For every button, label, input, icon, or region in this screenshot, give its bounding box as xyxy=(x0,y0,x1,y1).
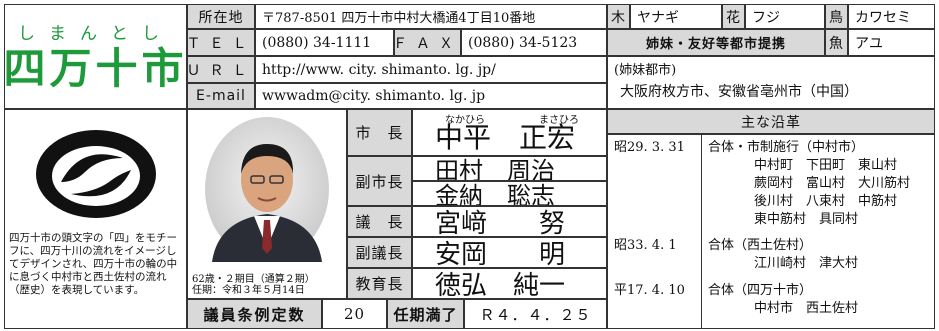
mayor-age-line: 62歳・２期目（通算２期） xyxy=(192,274,315,285)
bird-value: カワセミ xyxy=(848,4,935,29)
bird-label: 鳥 xyxy=(825,4,848,29)
history-event-1-line-2: 中村町 下田町 東山村 xyxy=(754,158,898,173)
fax-value: (0880) 34-5123 xyxy=(461,29,607,56)
history-event-3-line-1: 合体（四万十市） xyxy=(708,283,813,298)
mayor-name-cell: なかひら まさひろ 中平 正宏 xyxy=(412,109,607,156)
council-quota-value: 20 xyxy=(322,299,387,329)
history-event-1-line-3: 蕨岡村 富山村 大川筋村 xyxy=(754,176,911,191)
history-event-1-line-1: 合体・市制施行（中村市） xyxy=(708,140,865,155)
city-reading: しまんとし xyxy=(18,24,173,44)
tree-label: 木 xyxy=(607,4,630,29)
history-event-2-line-1: 合体（西土佐村） xyxy=(708,238,813,253)
address-value: 〒787-8501 四万十市中村大橋通4丁目10番地 xyxy=(255,4,607,29)
fish-label: 魚 xyxy=(825,29,848,56)
flower-value: フジ xyxy=(745,4,825,29)
history-event-2-line-2: 江川崎村 津大村 xyxy=(754,256,859,271)
city-name-block: しまんとし 四万十市 xyxy=(4,4,187,109)
history-event-3-line-2: 中村市 西土佐村 xyxy=(754,301,859,316)
url-value[interactable]: http://www. city. shimanto. lg. jp/ xyxy=(255,56,607,83)
city-name: 四万十市 xyxy=(4,44,187,93)
tel-value: (0880) 34-1111 xyxy=(255,29,394,56)
mayor-ruby-given: まさひろ xyxy=(539,115,579,126)
mayor-name: 中平 正宏 xyxy=(435,121,576,154)
mayor-title: 市 長 xyxy=(347,109,412,156)
chair-name: 宮﨑 努 xyxy=(412,206,607,237)
history-date-2: 昭33. 4. 1 xyxy=(614,238,677,253)
history-date-1: 昭29. 3. 31 xyxy=(614,140,685,155)
sister-city-list: 大阪府枚方市、安徽省亳州市（中国） xyxy=(620,84,858,100)
term-end-label: 任期満了 xyxy=(387,299,464,329)
email-label: E-mail xyxy=(187,83,255,109)
emblem-caption: 四万十市の頭文字の「四」をモチーフに、四万十川の流れをイメージしてデザインされ、… xyxy=(9,232,178,296)
city-emblem-icon xyxy=(35,130,156,218)
tree-value: ヤナギ xyxy=(630,4,722,29)
history-event-1-line-5: 東中筋村 具同村 xyxy=(754,212,859,227)
history-date-3: 平17. 4. 10 xyxy=(614,283,685,298)
email-value[interactable]: wwwadm@city. shimanto. lg. jp xyxy=(255,83,607,109)
mayor-term-line: 任期：令和３年５月14日 xyxy=(192,285,305,296)
sister-city-header: 姉妹・友好等都市提携 xyxy=(607,29,825,56)
vice-mayor-name-1: 田村 周治 xyxy=(412,156,607,181)
mayor-photo-block: 62歳・２期目（通算２期） 任期：令和３年５月14日 xyxy=(187,109,347,299)
fax-label: ＦＡＸ xyxy=(394,29,461,56)
education-title: 教育長 xyxy=(347,268,412,299)
mayor-portrait-icon xyxy=(205,117,329,262)
term-end-value: Ｒ４．４．２５ xyxy=(464,299,607,329)
fish-value: アユ xyxy=(848,29,935,56)
url-label: ＵＲＬ xyxy=(187,56,255,83)
vice-mayor-name-2: 金納 聡志 xyxy=(412,181,607,206)
flower-label: 花 xyxy=(722,4,745,29)
history-header: 主な沿革 xyxy=(607,109,935,134)
tel-label: ＴＥＬ xyxy=(187,29,255,56)
sister-city-box: (姉妹都市) 大阪府枚方市、安徽省亳州市（中国） xyxy=(607,56,935,109)
history-event-1-line-4: 後川村 八束村 中筋村 xyxy=(754,194,898,209)
emblem-block: 四万十市の頭文字の「四」をモチーフに、四万十川の流れをイメージしてデザインされ、… xyxy=(4,109,187,329)
history-divider xyxy=(701,135,702,328)
vice-chair-name: 安岡 明 xyxy=(412,237,607,268)
mayor-ruby-family: なかひら xyxy=(445,115,485,126)
vice-chair-title: 副議長 xyxy=(347,237,412,268)
chair-title: 議 長 xyxy=(347,206,412,237)
vice-mayor-title: 副市長 xyxy=(347,156,412,206)
mayor-age-term: 62歳・２期目（通算２期） 任期：令和３年５月14日 xyxy=(188,274,315,296)
sister-city-type: (姉妹都市) xyxy=(614,63,677,78)
education-name: 徳弘 純一 xyxy=(412,268,607,299)
history-body: 昭29. 3. 31 合体・市制施行（中村市） 中村町 下田町 東山村 蕨岡村 … xyxy=(607,134,935,329)
address-label: 所在地 xyxy=(187,4,255,29)
council-quota-label: 議員条例定数 xyxy=(187,299,322,329)
